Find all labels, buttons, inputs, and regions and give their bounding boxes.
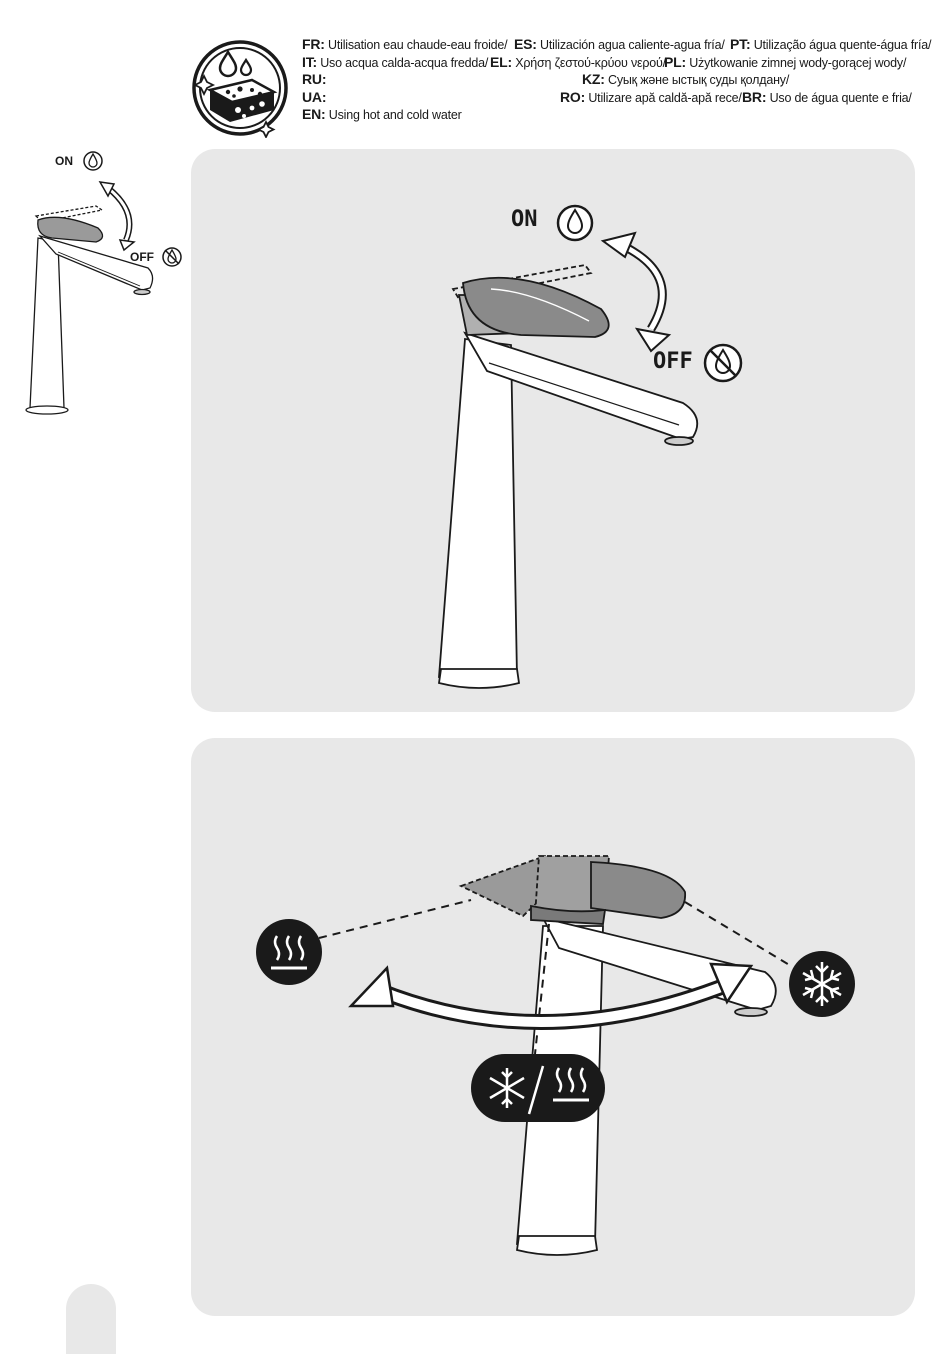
faucet-drawing	[437, 264, 699, 689]
thumbnail-off-label: OFF	[130, 250, 154, 264]
snowflake-slash-heat-icon	[471, 1054, 605, 1122]
water-drop-icon	[83, 151, 103, 171]
legend-ro: RO: Utilizare apă caldă-apă rece/	[560, 88, 742, 105]
drop-and-sponge-icon	[190, 38, 290, 140]
temperature-panel	[191, 738, 915, 1316]
legend-ua: UA:	[302, 88, 327, 105]
on-label: ON	[511, 207, 538, 232]
thumbnail-on-label: ON	[55, 154, 73, 168]
legend-line-4: UA: RO: Utilizare apă caldă-apă rece/ BR…	[302, 89, 942, 107]
legend-en: EN: Using hot and cold water	[302, 106, 462, 122]
snowflake-icon	[789, 951, 855, 1017]
faucet-thumbnail: ON OFF	[0, 140, 190, 430]
heat-waves-icon	[256, 919, 322, 985]
legend-line-1: FR: Utilisation eau chaude-eau froide/ E…	[302, 36, 942, 54]
legend-el: EL: Χρήση ζεστού-κρύου νερού/	[490, 53, 666, 70]
on-off-panel: ON OFF	[191, 149, 915, 712]
page-tab	[66, 1284, 116, 1354]
legend-line-3: RU: KZ: Суық және ыстық суды қолдану/	[302, 71, 942, 89]
legend-es: ES: Utilización agua caliente-agua fría/	[514, 36, 725, 52]
water-drop-icon	[556, 204, 594, 242]
no-water-drop-icon	[162, 247, 182, 267]
double-curved-arrow-icon	[106, 185, 133, 242]
legend-pt: PT: Utilização água quente-água fría/	[730, 36, 932, 52]
legend-line-5: EN: Using hot and cold water	[302, 106, 942, 124]
legend-fr: FR: Utilisation eau chaude-eau froide/	[302, 36, 508, 52]
off-label: OFF	[653, 349, 693, 374]
legend-line-2: IT: Uso acqua calda-acqua fredda/ EL: Χρ…	[302, 54, 942, 72]
no-water-drop-icon	[703, 343, 743, 383]
faucet-thumbnail-drawing	[25, 205, 154, 415]
double-curved-arrow-icon	[600, 231, 672, 353]
horizontal-double-arrow-icon	[348, 962, 754, 1030]
legend-br: BR: Uso de água quente e fria/	[742, 88, 912, 105]
legend-kz: KZ: Суық және ыстық суды қолдану/	[582, 71, 790, 87]
legend-pl: PL: Użytkowanie zimnej wody-gorącej wody…	[664, 53, 907, 70]
legend-ru: RU:	[302, 71, 327, 87]
language-legend: FR: Utilisation eau chaude-eau froide/ E…	[302, 36, 942, 124]
legend-it: IT: Uso acqua calda-acqua fredda/	[302, 53, 489, 70]
